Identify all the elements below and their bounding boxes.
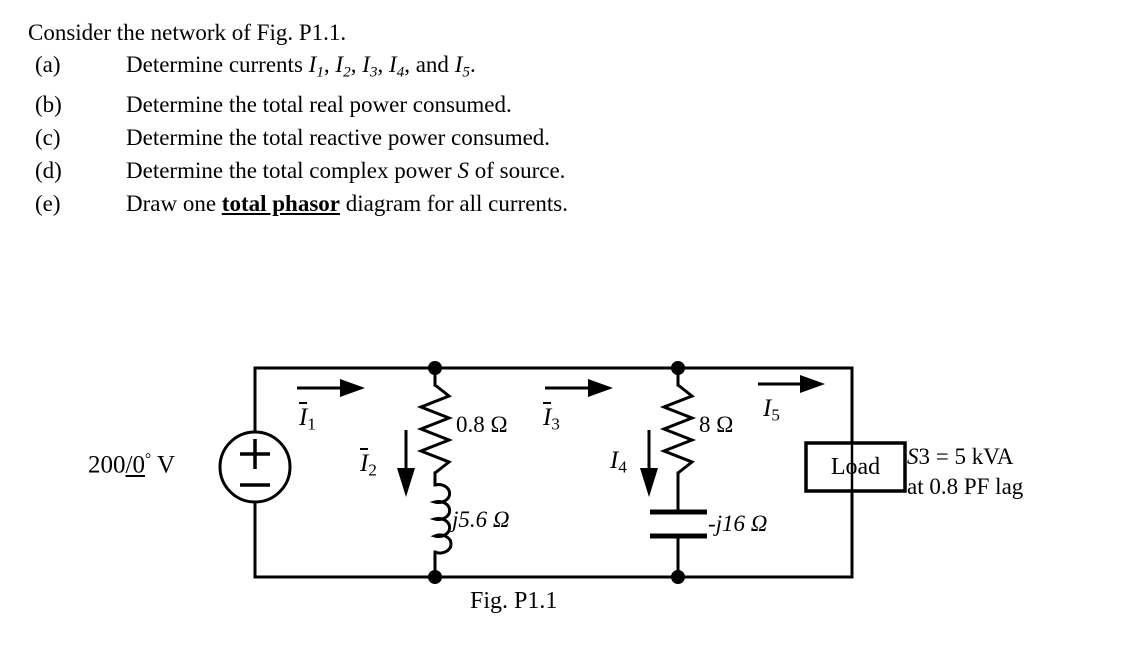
- item-e-emphasis: total phasor: [221, 191, 340, 217]
- figure-caption: Fig. P1.1: [470, 588, 558, 614]
- current-label-i5: I5: [763, 396, 780, 424]
- resistor-0p8-label: 0.8 Ω: [456, 412, 508, 437]
- arrow-i4: [640, 430, 658, 497]
- source-unit: V: [156, 451, 176, 479]
- current-i1-symbol: I: [299, 402, 308, 431]
- problem-statement: Consider the network of Fig. P1.1. (a) D…: [28, 18, 1098, 220]
- problem-item-a: (a) Determine currents I1, I2, I3, I4, a…: [28, 48, 1098, 88]
- load-box: [804, 441, 907, 493]
- arrow-i3: [545, 379, 613, 397]
- current-i3-sub: 3: [551, 414, 560, 434]
- arrow-i5: [758, 375, 825, 393]
- problem-item-d-text: Determine the total complex power S of s…: [126, 154, 565, 187]
- load-box-label: Load: [830, 454, 881, 480]
- problem-item-e-text: Draw one total phasor diagram for all cu…: [126, 187, 568, 220]
- item-a-lead: Determine currents: [126, 52, 309, 77]
- current-sub-5: 5: [462, 63, 470, 81]
- current-arrows: [297, 375, 825, 497]
- current-label-i3: I3: [543, 402, 560, 433]
- problem-item-d: (d) Determine the total complex power S …: [28, 154, 1098, 187]
- current-i1-sub: 1: [307, 414, 316, 434]
- junction-nodes: [428, 361, 685, 584]
- load-rating-text: S3 = 5 kVA at 0.8 PF lag: [907, 442, 1023, 502]
- source-degree-sign: °: [144, 451, 152, 468]
- problem-item-b: (b) Determine the total real power consu…: [28, 88, 1098, 121]
- item-a-conj: , and: [404, 52, 455, 77]
- current-i3-symbol: I: [543, 402, 552, 431]
- source-value-label: 200/0° V: [88, 452, 175, 478]
- capacitor-j16-label: -j16 Ω: [708, 511, 768, 536]
- load-power-symbol: S: [907, 444, 919, 469]
- load-power-sub: 3: [918, 444, 931, 469]
- current-label-i1: I1: [299, 402, 316, 433]
- complex-power-symbol: S: [457, 158, 469, 184]
- voltage-source-polarity: [240, 439, 270, 487]
- problem-item-c-text: Determine the total reactive power consu…: [126, 125, 551, 151]
- current-i5-symbol: I: [763, 395, 772, 422]
- current-label-i4: I4: [610, 448, 627, 476]
- load-power-line: S3 = 5 kVA: [907, 442, 1023, 472]
- arrow-i2: [397, 430, 415, 497]
- current-label-i2: I2: [360, 448, 377, 479]
- problem-item-d-label: (d): [35, 158, 62, 184]
- item-e-pre: Draw one: [126, 191, 222, 217]
- current-symbol-i5: I: [454, 52, 463, 77]
- current-sub-2: 2: [343, 63, 351, 81]
- problem-item-c-label: (c): [35, 125, 61, 151]
- current-i2-sub: 2: [368, 460, 377, 480]
- resistor-8-label: 8 Ω: [699, 412, 734, 437]
- current-sub-4: 4: [396, 63, 405, 81]
- item-d-pre: Determine the total complex power: [126, 158, 458, 184]
- current-symbol-i2: I: [335, 52, 344, 77]
- source-angle: 0: [132, 451, 145, 479]
- problem-item-e-label: (e): [35, 191, 61, 217]
- problem-item-a-label: (a): [35, 52, 61, 77]
- source-magnitude: 200: [88, 451, 126, 479]
- current-i4-sub: 4: [618, 457, 627, 477]
- item-e-post: diagram for all currents.: [340, 191, 568, 217]
- load-pf-line: at 0.8 PF lag: [907, 474, 1024, 499]
- problem-item-c: (c) Determine the total reactive power c…: [28, 121, 1098, 154]
- current-i4-symbol: I: [610, 447, 619, 474]
- current-i2-symbol: I: [360, 448, 369, 477]
- current-sub-1: 1: [316, 63, 324, 81]
- problem-item-e: (e) Draw one total phasor diagram for al…: [28, 187, 1098, 220]
- inductor-j5p6-label: j5.6 Ω: [452, 507, 510, 532]
- current-sub-3: 3: [369, 63, 378, 81]
- problem-intro: Consider the network of Fig. P1.1.: [28, 20, 347, 45]
- source-angle-group: /0: [126, 452, 145, 479]
- node-bottom-branch3: [671, 570, 685, 584]
- current-symbol-i3: I: [362, 52, 370, 77]
- circuit-schematic-svg: [218, 361, 907, 584]
- node-top-branch2: [428, 361, 442, 375]
- resistor-0p8-symbol: [416, 383, 454, 475]
- inductor-j5p6-symbol: [429, 483, 453, 555]
- load-power-value: = 5 kVA: [930, 444, 1014, 469]
- capacitor-j16-symbol: [650, 509, 707, 539]
- item-d-post: of source.: [468, 158, 566, 184]
- problem-item-a-text: Determine currents I1, I2, I3, I4, and I…: [126, 52, 476, 81]
- circuit-diagram: 200/0° V I1 I2 I3 I4 I5 0.8 Ω j5.6 Ω 8 Ω…: [0, 330, 1122, 647]
- current-symbol-i1: I: [308, 52, 317, 77]
- current-i5-sub: 5: [771, 405, 780, 425]
- arrow-i1: [297, 379, 365, 397]
- resistor-8-symbol: [659, 383, 697, 475]
- problem-item-b-label: (b): [35, 92, 62, 118]
- source-slash: /: [125, 451, 133, 479]
- current-symbol-i4: I: [388, 52, 397, 77]
- node-top-branch3: [671, 361, 685, 375]
- node-bottom-branch2: [428, 570, 442, 584]
- problem-item-b-text: Determine the total real power consumed.: [126, 92, 512, 118]
